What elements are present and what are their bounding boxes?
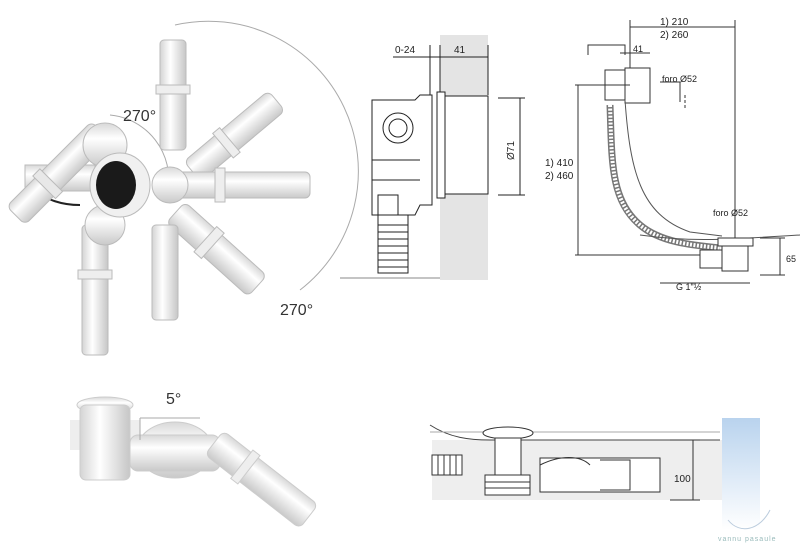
dim-top-1: 1) 210 (660, 17, 689, 28)
watermark-text: vannu pasaule (718, 536, 777, 543)
dim-diameter-71: Ø71 (506, 141, 517, 160)
overflow-hole-label: foro Ø52 (662, 74, 697, 84)
drain-outlet-hole (96, 161, 136, 209)
drain-hole-label: foro Ø52 (713, 208, 748, 218)
rotation-photo: 270° 270° (8, 20, 359, 356)
dim-0-24: 0-24 (395, 45, 415, 56)
dim-height-1: 1) 410 (545, 158, 574, 169)
dim-height-2: 2) 460 (545, 171, 574, 182)
angle-label-top: 270° (123, 108, 156, 125)
dim-100: 100 (674, 474, 691, 485)
brand-watermark: vannu pasaule (718, 418, 777, 543)
low-profile-drain-drawing: 100 (429, 424, 722, 501)
angle-label-bottom: 270° (280, 302, 313, 319)
siphon-tilt-photo: 5° (70, 391, 317, 527)
overflow-section-drawing: 0-24 41 Ø71 (340, 35, 525, 280)
assembly-side-drawing: 1) 210 2) 260 41 foro Ø52 1) 410 2) 460 … (545, 17, 801, 292)
tilt-angle-label: 5° (166, 391, 181, 408)
dim-41: 41 (454, 45, 466, 56)
thread-label: G 1"½ (676, 282, 702, 292)
dim-41-assembly: 41 (633, 44, 643, 54)
dim-top-2: 2) 260 (660, 30, 689, 41)
dim-65: 65 (786, 254, 796, 264)
rotation-arc-top (174, 20, 359, 291)
